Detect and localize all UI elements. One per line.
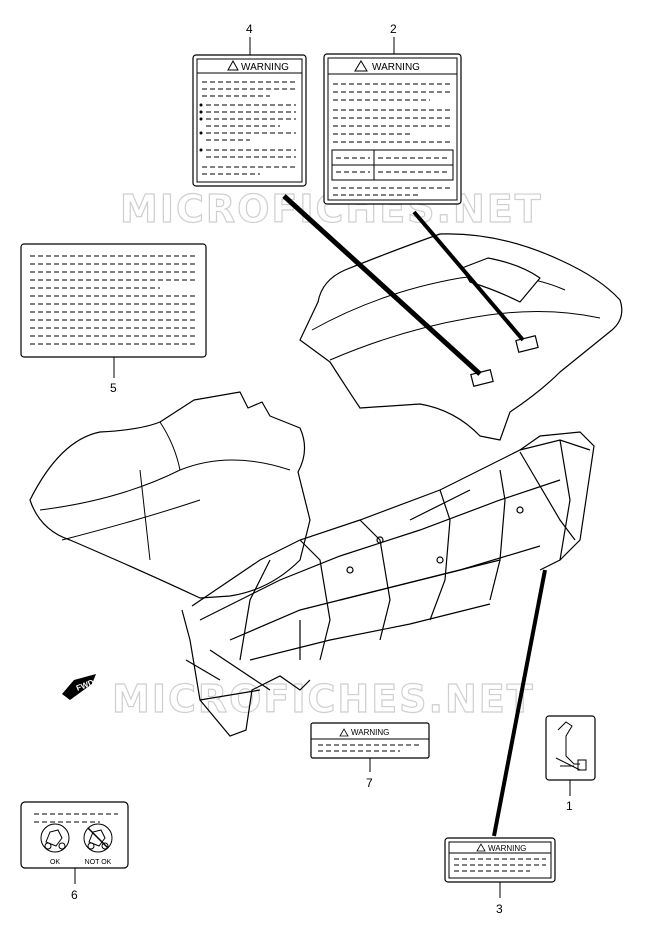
label-3-title: WARNING xyxy=(488,844,526,853)
label-7-warning: WARNING xyxy=(310,722,430,759)
atv-rider-ok-icon xyxy=(40,823,70,853)
label-2-warning: WARNING xyxy=(323,53,462,205)
label-1-sticker xyxy=(545,715,596,781)
callout-1: 1 xyxy=(566,780,573,813)
callout-5-number: 5 xyxy=(110,381,117,395)
warning-triangle-icon xyxy=(354,60,368,72)
label-3-warning: WARNING xyxy=(444,837,556,883)
warning-triangle-icon xyxy=(339,728,349,737)
label-7-title: WARNING xyxy=(351,728,389,737)
front-fender xyxy=(29,391,311,599)
warning-triangle-icon xyxy=(227,59,239,71)
label-4-warning: WARNING xyxy=(192,54,307,187)
label-6-ok-text: OK xyxy=(50,859,60,866)
callout-6-number: 6 xyxy=(71,888,78,902)
warning-triangle-icon xyxy=(476,843,486,852)
frame xyxy=(181,431,595,737)
label-4-title: WARNING xyxy=(241,62,289,73)
label-5-info xyxy=(20,243,207,358)
callout-7: 7 xyxy=(366,758,373,790)
watermark-bottom: MICROFICHES.NET xyxy=(112,677,535,721)
callout-2-number: 2 xyxy=(390,22,397,36)
callout-2: 2 xyxy=(390,22,397,54)
callout-7-number: 7 xyxy=(366,776,373,790)
callout-3: 3 xyxy=(496,882,503,916)
shift-pattern-icon xyxy=(555,721,587,771)
label-2-title: WARNING xyxy=(372,62,420,73)
atv-rider-not-ok-icon xyxy=(83,823,113,853)
callout-1-number: 1 xyxy=(566,799,573,813)
callout-5: 5 xyxy=(110,357,117,395)
callout-3-number: 3 xyxy=(496,902,503,916)
callout-6: 6 xyxy=(71,868,78,902)
label-6-not-ok-text: NOT OK xyxy=(85,859,112,866)
callout-4: 4 xyxy=(246,22,253,55)
fwd-arrow-icon: FWD xyxy=(62,674,96,700)
callout-4-number: 4 xyxy=(246,22,253,36)
label-6-ok-not-ok: OK NOT OK xyxy=(20,801,129,869)
